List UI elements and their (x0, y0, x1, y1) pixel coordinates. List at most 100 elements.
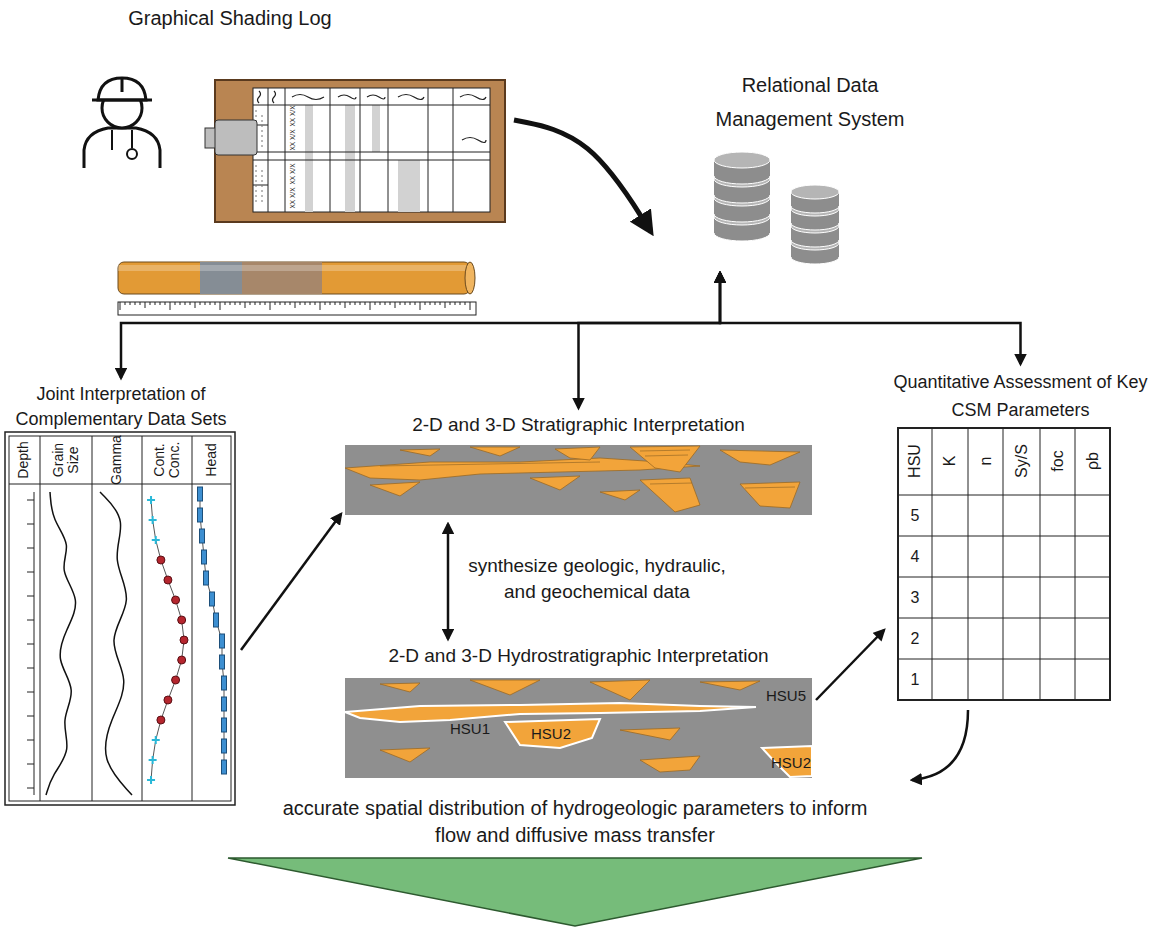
log-code: XX X/X (289, 106, 296, 127)
hydrostratigraphic-section (640, 756, 700, 772)
ruler (245, 302, 246, 308)
data-log-plot (9, 436, 231, 801)
ruler (405, 302, 406, 305)
ruler (118, 302, 476, 315)
column-header: Gamma (109, 435, 124, 485)
hydrostratigraphic-section (345, 703, 756, 722)
log-code: XX X/X (289, 188, 296, 209)
ruler (385, 302, 386, 305)
clipboard (253, 88, 490, 212)
data-log-plot (214, 613, 219, 627)
data-log-plot (157, 556, 165, 564)
ruler (395, 302, 396, 308)
table-header: foc (1049, 450, 1067, 471)
data-log-plot (27, 548, 34, 549)
stratigraphic-section (555, 447, 600, 460)
log-code: XX X/X (289, 164, 296, 185)
unit-label: HSU5 (766, 688, 806, 705)
table-cell: 2 (911, 630, 920, 648)
hydrostratigraphic-section (380, 683, 420, 692)
ruler (270, 302, 271, 310)
diagram-node: Quantitative Assessment of Key CSM Param… (888, 368, 1153, 705)
data-log-plot (222, 739, 227, 753)
caption-note: accurate spatial distribution of hydroge… (275, 795, 875, 849)
data-log-plot (204, 571, 209, 585)
ruler (330, 302, 331, 305)
node-title: Relational Data Management System (700, 68, 920, 136)
ruler (300, 302, 301, 305)
connector-arrow (816, 630, 884, 700)
data-log-plot (178, 616, 186, 624)
data-log-plot (157, 716, 165, 724)
ruler (410, 302, 411, 305)
unit-label: HSU1 (450, 721, 490, 738)
ruler (425, 302, 426, 305)
data-log-plot (151, 500, 184, 780)
ruler (360, 302, 361, 305)
database-icon (714, 152, 839, 264)
core-sample (118, 262, 475, 294)
ruler (205, 302, 206, 305)
ruler (120, 302, 121, 310)
stratigraphic-section (370, 482, 420, 496)
ruler (175, 302, 176, 305)
data-log-plot (46, 492, 76, 795)
ruler (165, 302, 166, 305)
data-log-plot (27, 620, 34, 621)
log-code: XX X/X (289, 130, 296, 151)
ruler (195, 302, 196, 308)
data-log-plot (147, 496, 155, 504)
ruler (235, 302, 236, 305)
unit-label: HSU2 (531, 726, 571, 743)
data-log-plot (100, 492, 132, 795)
ruler (210, 302, 211, 305)
parameter-table (898, 659, 1110, 660)
stratigraphic-section (720, 450, 800, 465)
ruler (430, 302, 431, 305)
ruler (230, 302, 231, 305)
clipboard (205, 80, 505, 222)
node-title: Graphical Shading Log (110, 5, 350, 31)
funnel-triangle (228, 858, 922, 926)
stratigraphic-section (400, 449, 440, 456)
ruler (120, 302, 470, 310)
ruler (335, 302, 336, 305)
data-log-plot (152, 536, 160, 544)
parameter-table (898, 428, 1110, 700)
parameter-table (898, 495, 1110, 496)
node-title: Quantitative Assessment of Key CSM Param… (888, 368, 1153, 424)
data-log-plot (172, 676, 180, 684)
ruler (445, 302, 446, 308)
data-log-plot (198, 508, 203, 522)
ruler (150, 302, 151, 305)
data-log-plot (147, 776, 155, 784)
data-log-plot (27, 740, 34, 741)
ruler (375, 302, 376, 305)
curved-arrow (912, 710, 968, 780)
hydrostratigraphic-section (470, 680, 540, 695)
stratigraphic-section (530, 476, 580, 490)
data-log-plot (220, 655, 225, 669)
data-log-plot (27, 644, 34, 645)
ruler (320, 302, 321, 310)
connector-arrow (720, 273, 1021, 364)
hydrostratigraphic-section (590, 680, 650, 700)
ruler (365, 302, 366, 305)
diagram-node: 2-D and 3-D Stratigraphic Interpretation (345, 412, 812, 520)
ruler (295, 302, 296, 308)
data-log-plot (27, 668, 34, 669)
node-title: 2-D and 3-D Stratigraphic Interpretation (345, 412, 812, 438)
ruler (465, 302, 466, 305)
ruler (435, 302, 436, 305)
stratigraphic-section (740, 482, 800, 508)
data-log-plot (200, 529, 205, 543)
data-log-plot (27, 596, 34, 597)
ruler (350, 302, 351, 305)
ruler (190, 302, 191, 305)
hydrostratigraphic-section (620, 728, 680, 740)
geologist-icon (127, 149, 137, 159)
data-log-plot (200, 494, 224, 767)
table-header: ρb (1084, 452, 1102, 470)
data-log-plot (220, 634, 225, 648)
